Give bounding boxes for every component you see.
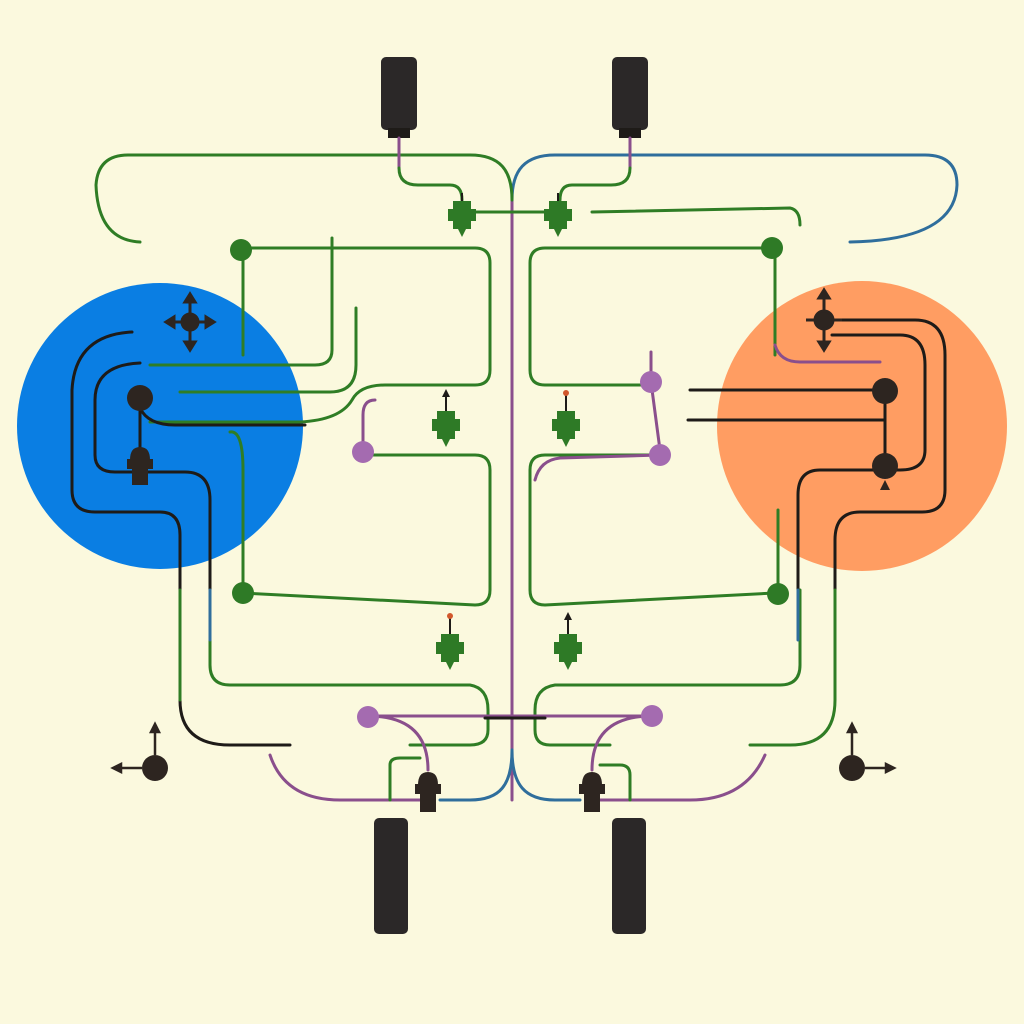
plug-connector[interactable]	[127, 447, 153, 485]
valve-icon[interactable]	[432, 389, 460, 447]
purple-node[interactable]	[352, 441, 374, 463]
bottom-right-cylinder	[612, 818, 646, 934]
axis-arrows-icon	[845, 721, 897, 775]
green-node[interactable]	[230, 239, 252, 261]
valve-icon[interactable]	[554, 612, 582, 670]
dark-node[interactable]	[142, 755, 168, 781]
bottom-left-cylinder	[374, 818, 408, 934]
pointer-icon	[880, 480, 890, 490]
purple-node[interactable]	[640, 371, 662, 393]
valve-icon[interactable]	[552, 390, 580, 447]
plug-connector[interactable]	[579, 772, 605, 812]
green-node[interactable]	[767, 583, 789, 605]
crosshair-icon[interactable]	[163, 291, 217, 353]
right-green-network	[528, 246, 802, 747]
dark-node[interactable]	[127, 385, 153, 411]
right-orange-region	[717, 281, 1007, 571]
valve-icon[interactable]	[436, 613, 464, 670]
purple-wiring	[268, 350, 767, 802]
plug-connector[interactable]	[415, 772, 441, 812]
valve-icon[interactable]	[448, 193, 476, 237]
purple-node[interactable]	[357, 706, 379, 728]
dark-node[interactable]	[839, 755, 865, 781]
axis-arrows-icon	[110, 721, 162, 775]
left-black-circuit	[70, 330, 307, 747]
left-blue-region	[17, 283, 303, 569]
purple-node[interactable]	[649, 444, 671, 466]
dark-node[interactable]	[872, 453, 898, 479]
valve-icon[interactable]	[544, 193, 572, 237]
purple-node[interactable]	[641, 705, 663, 727]
left-green-network	[148, 236, 492, 747]
top-left-cylinder	[381, 57, 417, 138]
green-node[interactable]	[232, 582, 254, 604]
top-right-cylinder	[612, 57, 648, 138]
green-node[interactable]	[761, 237, 783, 259]
crosshair-icon[interactable]	[806, 287, 842, 353]
dark-node[interactable]	[872, 378, 898, 404]
central-bus	[94, 153, 959, 802]
